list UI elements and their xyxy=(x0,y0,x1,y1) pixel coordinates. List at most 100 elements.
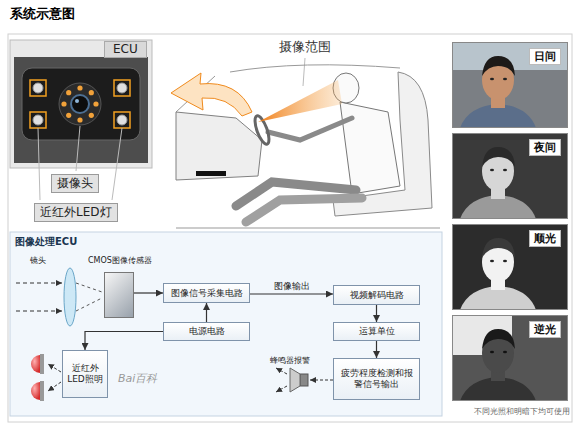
part-label: 近红外LED灯 xyxy=(34,203,118,222)
leader-line xyxy=(303,58,305,86)
box-text: 近红外LED照明 xyxy=(66,363,104,385)
face-photo xyxy=(452,133,568,219)
connector-arrow xyxy=(250,293,333,294)
face-photo xyxy=(503,169,507,171)
photo-panel: 顺光 xyxy=(452,224,568,310)
ecu-photo xyxy=(117,115,127,125)
ecu-photo xyxy=(61,101,66,106)
box-text: 疲劳程度检测和报警信号输出 xyxy=(337,368,416,390)
process-box: 近红外LED照明 xyxy=(62,350,108,398)
ecu-photo xyxy=(114,112,130,128)
face-photo xyxy=(482,56,515,76)
face-photo xyxy=(452,315,568,401)
ecu-photo xyxy=(33,83,43,93)
led-symbol xyxy=(40,354,44,374)
panel-band: 图像处理ECUCMOS图像传感器图像信号采集电路视频解码电路电源电路运算单位近红… xyxy=(10,232,442,416)
ecu-photo xyxy=(89,90,94,95)
process-box: 图像信号采集电路 xyxy=(163,283,250,303)
face-photo xyxy=(503,260,507,262)
ecu-photo xyxy=(66,90,71,95)
sensor-chip xyxy=(104,272,134,318)
buzzer-symbol xyxy=(276,386,287,392)
photo-caption: 逆光 xyxy=(529,321,561,338)
car-illustration xyxy=(196,171,226,176)
optics-symbol xyxy=(16,268,102,326)
photo-panel: 逆光 xyxy=(452,315,568,401)
car-illustration xyxy=(340,102,400,194)
image-sensor: CMOS图像传感器 xyxy=(88,256,152,320)
ecu-photo xyxy=(77,117,82,122)
box-text: 图像信号采集电路 xyxy=(171,288,243,299)
process-box: 疲劳程度检测和报警信号输出 xyxy=(333,358,420,400)
ecu-photo xyxy=(30,112,46,128)
ecu-photo xyxy=(59,83,101,125)
face-photo xyxy=(452,42,568,128)
face-photo xyxy=(503,351,507,353)
ecu-photo xyxy=(114,80,130,96)
photo-caption: 顺光 xyxy=(529,230,561,247)
ecu-photo xyxy=(14,57,148,163)
car-illustration xyxy=(230,65,400,72)
buzzer-symbol xyxy=(290,368,300,392)
process-box: 电源电路 xyxy=(163,322,250,341)
led-symbol xyxy=(31,382,40,400)
leader-line xyxy=(38,58,305,200)
car-illustration xyxy=(171,65,440,228)
buzzer-symbol xyxy=(300,374,308,386)
picture-frame xyxy=(8,34,572,422)
optics-symbol xyxy=(16,311,62,312)
photo-caption: 夜间 xyxy=(529,139,561,156)
ecu-panel-ground xyxy=(10,232,442,416)
process-box: 视频解码电路 xyxy=(333,285,420,305)
car-illustration xyxy=(246,198,362,222)
ecu-photo xyxy=(10,40,152,168)
face-photo xyxy=(482,329,515,349)
connector-arrow xyxy=(206,303,207,322)
face-photo xyxy=(482,147,515,167)
part-label: 镜头 xyxy=(30,256,46,266)
part-label: ECU xyxy=(104,41,147,58)
led-symbol xyxy=(40,381,44,401)
led-symbol xyxy=(48,364,61,372)
ecu-photo xyxy=(89,113,94,118)
face-photo xyxy=(452,224,568,310)
ecu-photo xyxy=(75,99,79,103)
ecu-photo xyxy=(10,40,152,168)
photo-caption: 日间 xyxy=(529,48,561,65)
title: 系统示意图 xyxy=(10,6,75,22)
led-symbol xyxy=(31,355,40,373)
optics-symbol xyxy=(64,268,76,326)
box-text: 运算单位 xyxy=(359,326,395,337)
process-box: 运算单位 xyxy=(333,322,420,341)
watermark: Bai百科 xyxy=(118,372,157,385)
buzzer-symbol xyxy=(310,380,333,381)
buzzer-symbol xyxy=(276,368,333,392)
led-symbol xyxy=(48,382,61,391)
led-symbol xyxy=(31,354,61,401)
photo-panel: 日间 xyxy=(452,42,568,128)
optics-symbol xyxy=(76,298,102,311)
leader-line xyxy=(112,128,122,200)
part-label: 蜂鸣器报警 xyxy=(270,356,310,366)
connector-arrow xyxy=(376,305,377,322)
part-label: 摄像头 xyxy=(51,174,99,193)
ecu-photo xyxy=(30,80,46,96)
face-photo xyxy=(490,169,494,171)
face-photo xyxy=(452,42,568,401)
box-text: CMOS图像传感器 xyxy=(88,256,152,266)
car-illustration xyxy=(268,118,352,140)
box-text: 电源电路 xyxy=(189,326,225,337)
leader-line xyxy=(38,128,40,200)
ecu-photo xyxy=(66,113,71,118)
car-illustration xyxy=(258,80,342,122)
box-text: 视频解码电路 xyxy=(350,290,404,301)
ecu-photo xyxy=(93,101,98,106)
car-illustration xyxy=(171,73,252,116)
optics-symbol xyxy=(76,283,102,292)
leader-line xyxy=(76,126,80,171)
optics-symbol xyxy=(16,283,62,284)
photo-panel: 夜间 xyxy=(452,133,568,219)
part-label: 摄像范围 xyxy=(279,39,331,54)
face-photo xyxy=(503,78,507,80)
